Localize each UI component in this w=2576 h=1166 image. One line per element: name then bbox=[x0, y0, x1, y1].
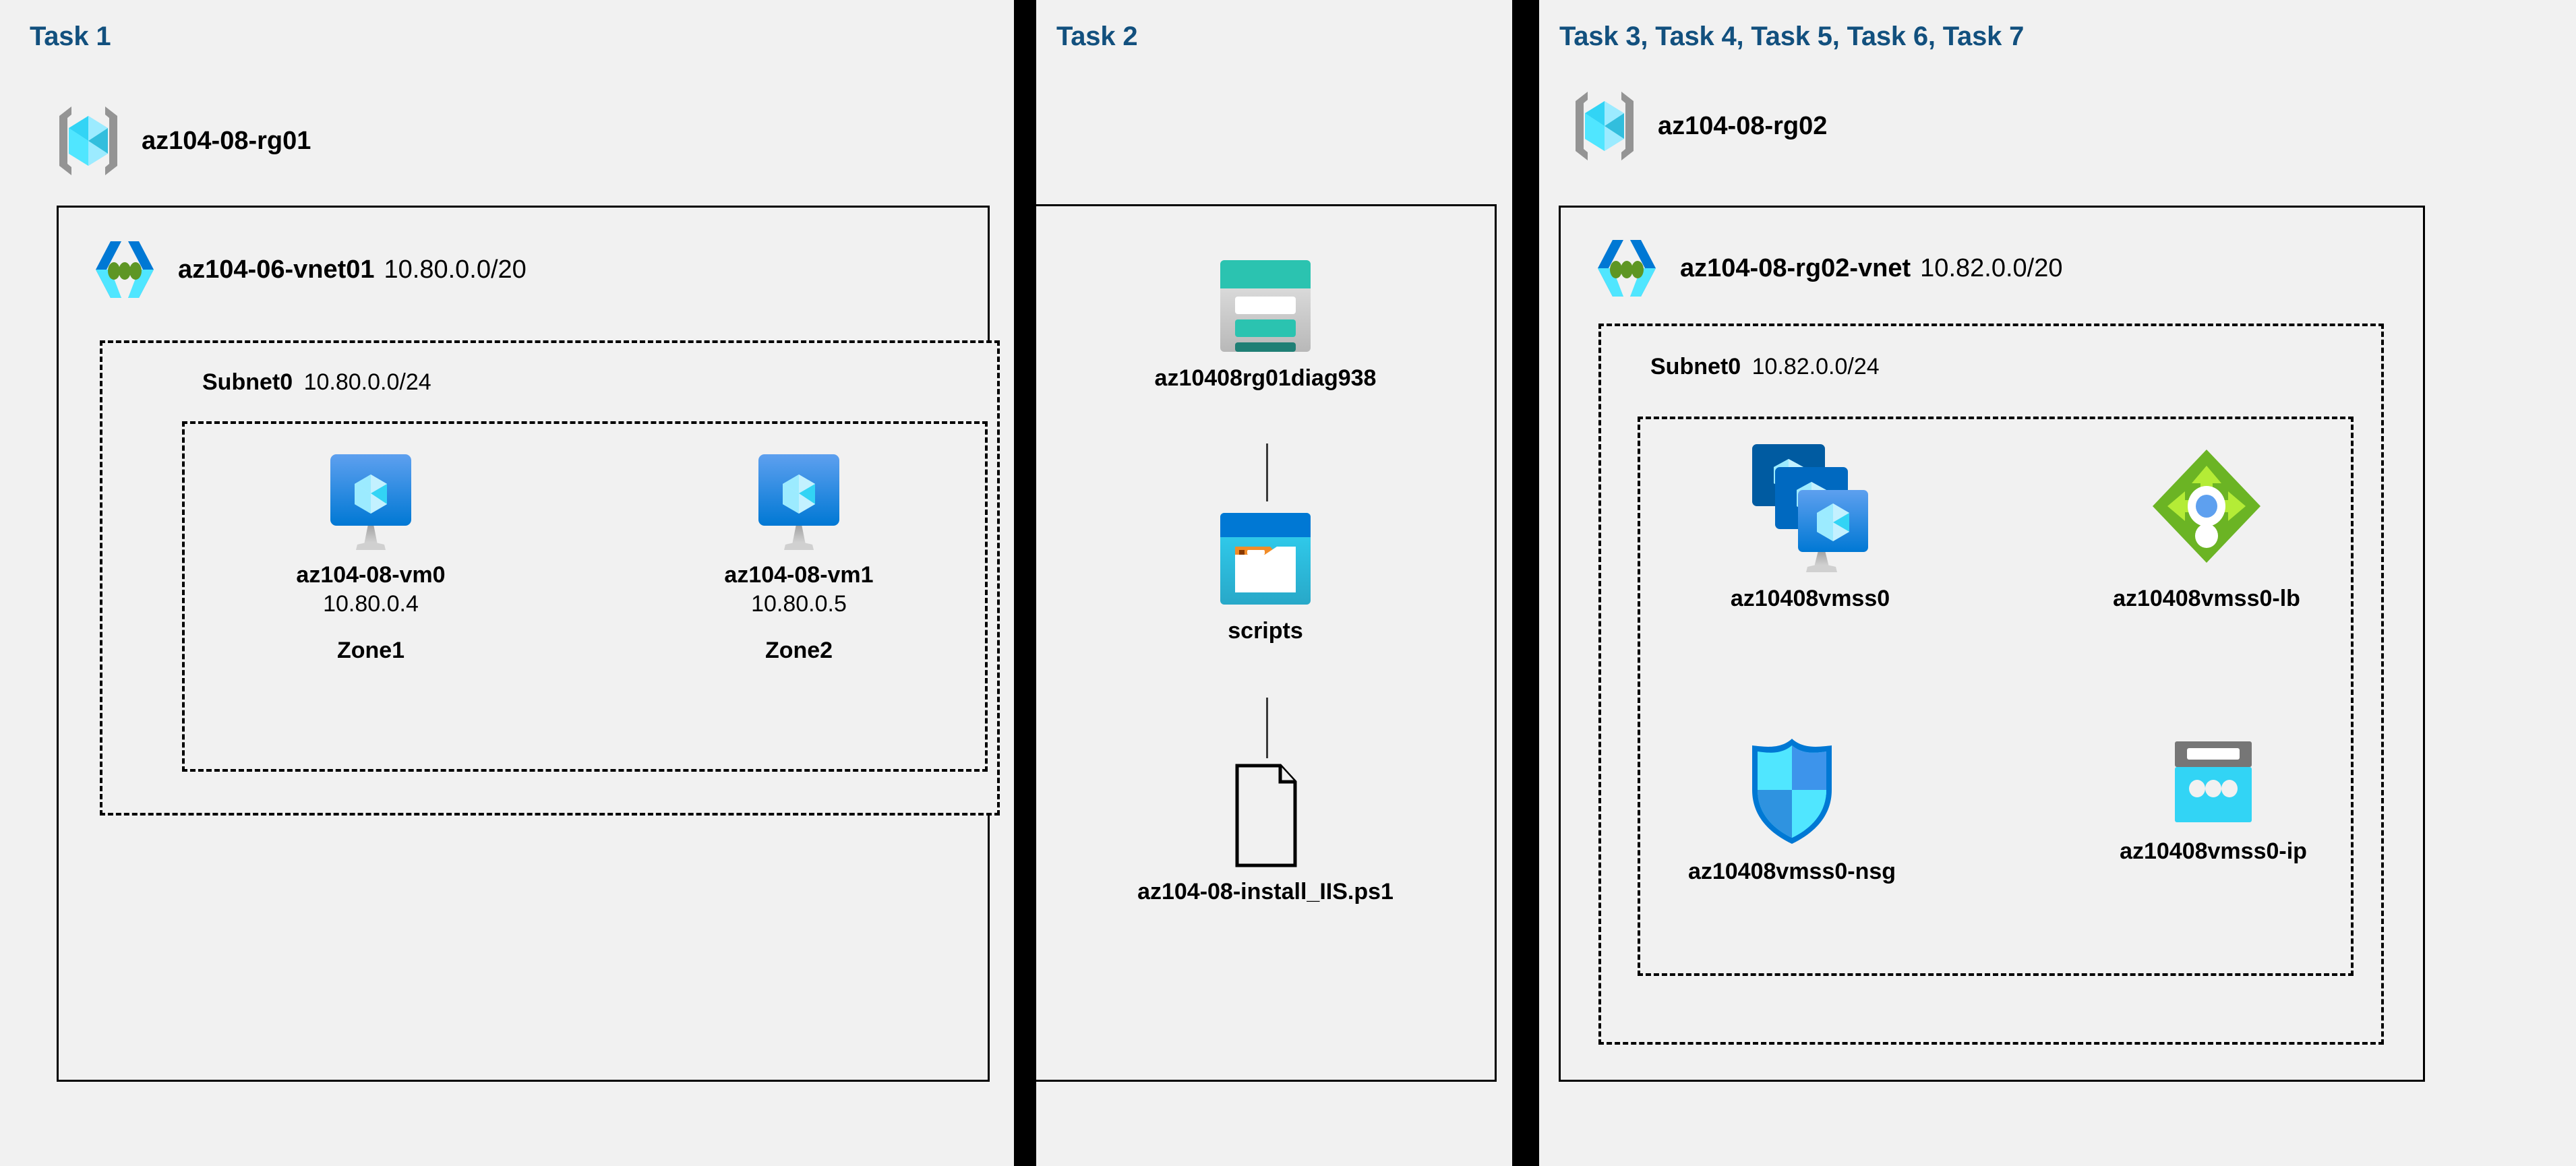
node-vm1[interactable]: az104-08-vm1 10.80.0.5 Zone2 bbox=[698, 452, 900, 664]
resource-group-header-rg01: az104-08-rg01 bbox=[51, 101, 311, 181]
vnet-name-az104-06-vnet01: az104-06-vnet01 bbox=[178, 255, 375, 284]
subnet-label-task1: Subnet0 10.80.0.0/24 bbox=[202, 369, 431, 396]
vm-scale-set-icon bbox=[1749, 441, 1871, 576]
subnet-cidr-task3: 10.82.0.0/24 bbox=[1751, 354, 1880, 379]
vnet-header-az104-08-rg02-vnet: az104-08-rg02-vnet 10.82.0.0/20 bbox=[1590, 236, 2062, 301]
node-public-ip[interactable]: az10408vmss0-ip bbox=[2072, 735, 2355, 865]
panel-task-1: Task 1 az104-08-rg01 bbox=[0, 0, 1014, 1166]
resource-group-icon bbox=[1567, 86, 1642, 166]
node-storage-account[interactable]: az10408rg01diag938 bbox=[1063, 256, 1468, 392]
panel-divider-2 bbox=[1512, 0, 1539, 1166]
resource-group-icon bbox=[51, 101, 125, 181]
node-load-balancer[interactable]: az10408vmss0-lb bbox=[2065, 441, 2348, 612]
panel-divider-1 bbox=[1014, 0, 1036, 1166]
public-ip-address-icon bbox=[2163, 735, 2264, 829]
resource-group-name-rg02: az104-08-rg02 bbox=[1658, 111, 1828, 140]
nsg-name: az10408vmss0-nsg bbox=[1687, 859, 1896, 884]
script-file-name: az104-08-install_IIS.ps1 bbox=[1137, 879, 1394, 904]
load-balancer-name: az10408vmss0-lb bbox=[2113, 586, 2300, 611]
node-network-security-group[interactable]: az10408vmss0-nsg bbox=[1650, 735, 1934, 885]
script-file-icon bbox=[1225, 762, 1306, 869]
vm0-name: az104-08-vm0 bbox=[296, 562, 446, 588]
subnet-label-task3: Subnet0 10.82.0.0/24 bbox=[1650, 354, 1880, 380]
subnet-name-task3: Subnet0 bbox=[1650, 354, 1741, 379]
network-security-group-icon bbox=[1741, 735, 1843, 849]
virtual-network-icon bbox=[1590, 236, 1664, 301]
resource-group-name-rg01: az104-08-rg01 bbox=[142, 126, 311, 155]
task-title-2: Task 2 bbox=[1056, 22, 1138, 51]
node-blob-container[interactable]: scripts bbox=[1063, 509, 1468, 644]
connector-container-to-script bbox=[1266, 698, 1268, 758]
task-title-1: Task 1 bbox=[30, 22, 111, 51]
vmss-name: az10408vmss0 bbox=[1730, 586, 1890, 611]
vm1-ip: 10.80.0.5 bbox=[751, 591, 847, 617]
blob-container-name: scripts bbox=[1228, 618, 1303, 644]
storage-account-name: az10408rg01diag938 bbox=[1154, 365, 1377, 391]
load-balancer-icon bbox=[2146, 441, 2267, 576]
connector-storage-to-container bbox=[1266, 443, 1268, 501]
blob-container-icon bbox=[1215, 509, 1316, 609]
panel-task-2: Task 2 az10408rg01diag bbox=[1036, 0, 1512, 1166]
vm0-zone: Zone1 bbox=[336, 638, 405, 663]
node-vm0[interactable]: az104-08-vm0 10.80.0.4 Zone1 bbox=[270, 452, 472, 664]
panel-task-3-7: Task 3, Task 4, Task 5, Task 6, Task 7 a… bbox=[1539, 0, 2576, 1166]
subnet-cidr-task1: 10.80.0.0/24 bbox=[303, 369, 431, 395]
vm1-zone: Zone2 bbox=[765, 638, 833, 663]
storage-account-icon bbox=[1215, 256, 1316, 356]
node-vmss[interactable]: az10408vmss0 bbox=[1669, 441, 1952, 612]
availability-zones-box bbox=[182, 421, 988, 772]
public-ip-name: az10408vmss0-ip bbox=[2120, 838, 2307, 864]
vnet-cidr-az104-08-rg02-vnet: 10.82.0.0/20 bbox=[1920, 253, 2063, 282]
vm1-name: az104-08-vm1 bbox=[724, 562, 874, 588]
vnet-cidr-az104-06-vnet01: 10.80.0.0/20 bbox=[384, 255, 527, 284]
vm0-ip: 10.80.0.4 bbox=[323, 591, 419, 617]
task-title-3: Task 3, Task 4, Task 5, Task 6, Task 7 bbox=[1559, 22, 2025, 51]
vnet-name-az104-08-rg02-vnet: az104-08-rg02-vnet bbox=[1680, 253, 1911, 282]
virtual-machine-icon bbox=[326, 452, 415, 553]
virtual-network-icon bbox=[88, 237, 162, 302]
node-script-file[interactable]: az104-08-install_IIS.ps1 bbox=[1063, 762, 1468, 905]
subnet-name-task1: Subnet0 bbox=[202, 369, 293, 395]
resource-group-header-rg02: az104-08-rg02 bbox=[1567, 86, 1827, 166]
vnet-header-az104-06-vnet01: az104-06-vnet01 10.80.0.0/20 bbox=[88, 237, 527, 302]
virtual-machine-icon bbox=[754, 452, 843, 553]
